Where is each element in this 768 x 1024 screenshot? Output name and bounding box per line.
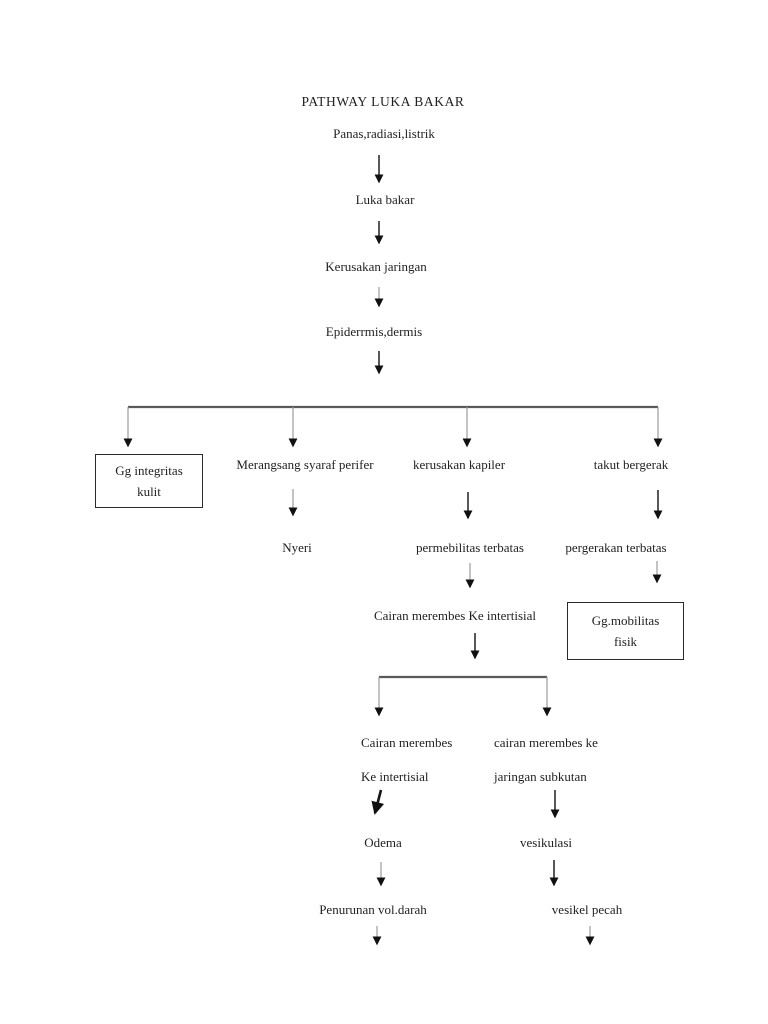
node-permebilitas-terbatas: permebilitas terbatas xyxy=(416,540,524,555)
node-merangsang-syaraf-perifer: Merangsang syaraf perifer xyxy=(236,457,374,472)
node-cairan-merembes-subkutan: cairan merembes ke jaringan subkutan xyxy=(494,735,598,784)
node-kerusakan-jaringan: Kerusakan jaringan xyxy=(325,259,427,274)
node-odema: Odema xyxy=(364,835,402,850)
node-box-gg-integritas-kulit: Gg integritas kulit xyxy=(95,454,203,508)
node-kerusakan-kapiler: kerusakan kapiler xyxy=(412,457,506,472)
node-luka-bakar: Luka bakar xyxy=(355,192,415,207)
node-takut-bergerak: takut bergerak xyxy=(593,457,669,472)
node-vesikulasi: vesikulasi xyxy=(520,835,572,850)
diagram-title: PATHWAY LUKA BAKAR xyxy=(301,94,465,109)
node-cairan-merembes-intertisial: Cairan merembes Ke intertisial xyxy=(361,735,453,784)
node-cairan-merembes-ke-intertisial: Cairan merembes Ke intertisial xyxy=(373,608,537,623)
node-epidermis-dermis: Epiderrmis,dermis xyxy=(325,324,423,339)
node-vesikel-pecah: vesikel pecah xyxy=(551,902,623,917)
node-pergerakan-terbatas: pergerakan terbatas xyxy=(565,540,667,555)
node-penurunan-vol-darah: Penurunan vol.darah xyxy=(319,902,427,917)
node-box-gg-mobilitas-fisik: Gg.mobilitas fisik xyxy=(567,602,684,660)
node-panas-radiasi-listrik: Panas,radiasi,listrik xyxy=(333,126,435,141)
node-nyeri: Nyeri xyxy=(282,540,312,555)
arrow-intertisial-to-odema xyxy=(371,789,385,815)
